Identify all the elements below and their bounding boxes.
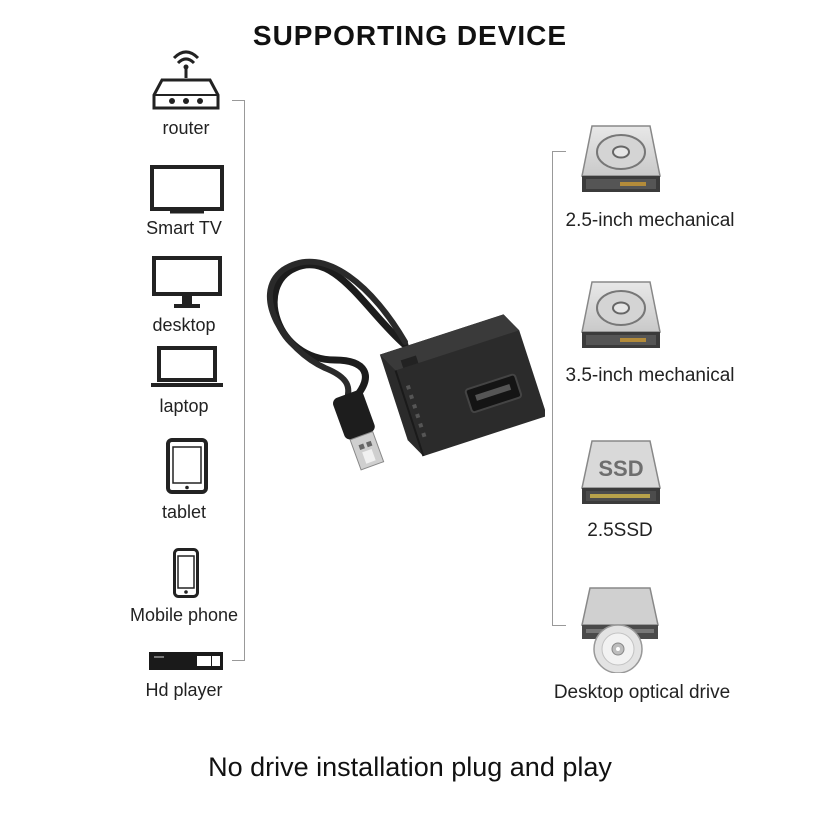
page-title: SUPPORTING DEVICE xyxy=(252,20,568,51)
footer-caption: No drive installation plug and play xyxy=(208,752,612,782)
drive-label: Desktop optical drive xyxy=(553,682,731,703)
laptop-icon xyxy=(151,346,223,387)
router-icon xyxy=(152,50,220,110)
smart-tv-icon xyxy=(150,165,224,214)
drive-label: 2.5SSD xyxy=(587,520,653,541)
ssd-icon: SSD xyxy=(581,440,661,504)
left-bracket-top xyxy=(232,100,245,101)
drive-label: 2.5-inch mechanical xyxy=(565,210,735,231)
left-bracket-bottom xyxy=(232,660,245,661)
device-label: tablet xyxy=(161,502,207,522)
right-bracket-line xyxy=(552,151,553,625)
drive-label: 3.5-inch mechanical xyxy=(565,365,735,386)
device-label: Hd player xyxy=(145,680,223,700)
device-label: Smart TV xyxy=(146,218,222,238)
device-label: router xyxy=(162,118,210,138)
mobile-phone-icon xyxy=(173,548,199,598)
tablet-icon xyxy=(166,438,208,494)
hd-player-icon xyxy=(149,652,223,670)
left-bracket-line xyxy=(244,100,245,660)
device-label: desktop xyxy=(152,315,216,335)
device-label: Mobile phone xyxy=(129,605,239,625)
hard-drive-icon xyxy=(581,281,661,348)
ssd-badge: SSD xyxy=(598,456,643,481)
device-label: laptop xyxy=(159,396,209,416)
desktop-monitor-icon xyxy=(152,256,222,308)
optical-drive-icon xyxy=(581,587,659,673)
right-bracket-bottom xyxy=(552,625,566,626)
usb-ide-sata-adapter-cable-icon xyxy=(267,258,545,471)
hard-drive-icon xyxy=(581,125,661,192)
right-bracket-top xyxy=(552,151,566,152)
